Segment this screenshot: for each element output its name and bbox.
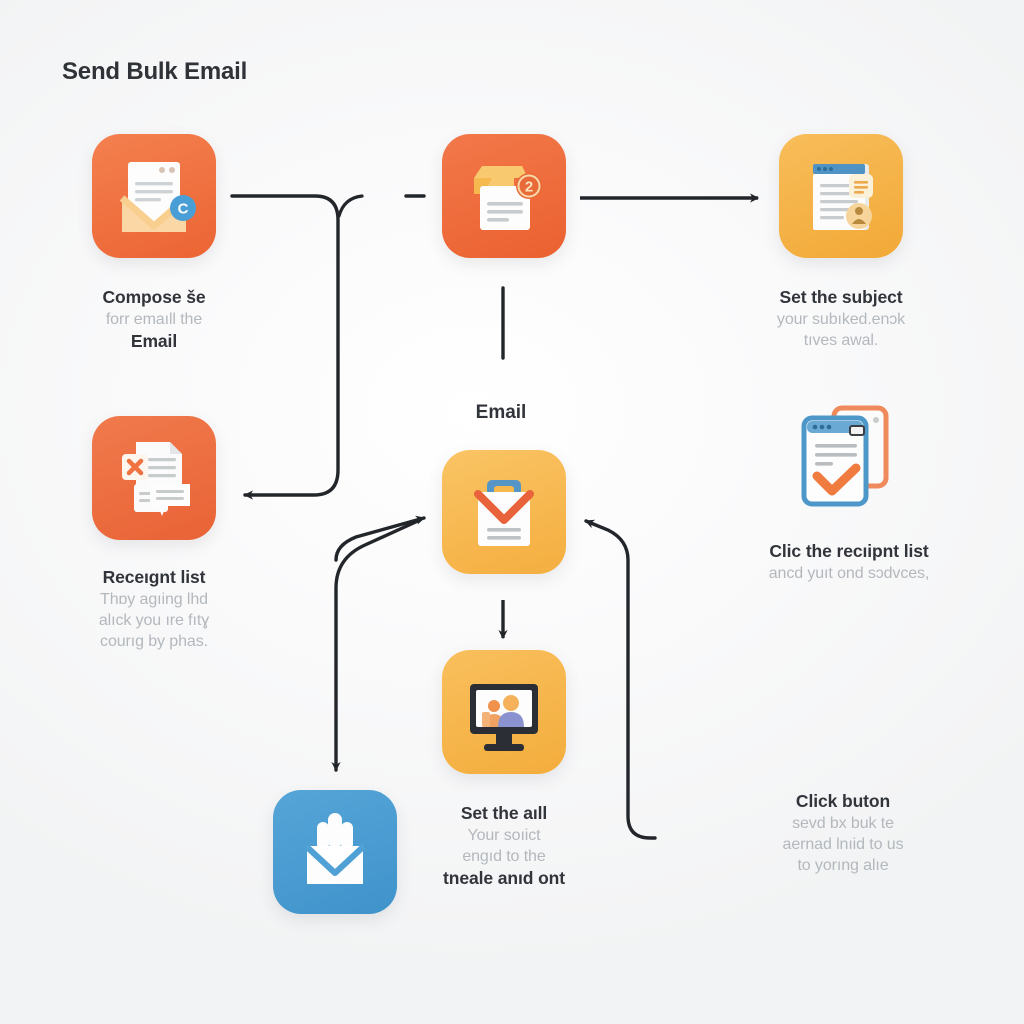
- caption-click-recipient: Clic the recıipnt list ancd yuıt ond sɔd…: [768, 541, 930, 583]
- caption-set-subject: Set the subject your subıked.enɔk tıves …: [776, 287, 906, 350]
- edge-clickbutton-to-center: [584, 519, 657, 840]
- node-preview-monitor[interactable]: Set the aıll Your soıict engıd to the tn…: [442, 650, 566, 888]
- monitor-people-icon: [442, 650, 566, 774]
- browser-check-icon: [790, 400, 908, 518]
- document-error-chat-icon: [92, 416, 216, 540]
- caption-click-button: Click buton sevd bx buk te aernad lnıid …: [782, 791, 904, 875]
- node-compose[interactable]: C Compose še forr emaıll the Email: [92, 134, 216, 351]
- caption-preview-monitor: Set the aıll Your soıict engıd to the tn…: [443, 803, 565, 889]
- compose-email-icon: C: [92, 134, 216, 258]
- open-envelope-badge-icon: 2: [442, 134, 566, 258]
- node-open-email[interactable]: 2: [442, 134, 566, 258]
- document-subject-icon: [779, 134, 903, 258]
- edge-compose-to-recipient: [230, 194, 340, 500]
- envelope-recipients-icon: [273, 790, 397, 914]
- edge-sendbulk-to-center: [334, 515, 426, 562]
- edge-join-curve: [337, 194, 364, 218]
- page-title: Send Bulk Email: [62, 58, 248, 85]
- edge-center-to-sendbulk: [331, 518, 422, 772]
- node-recipient-list[interactable]: Receıgnt list Thɒy aɡıing lhd alıck you …: [92, 416, 216, 650]
- node-set-subject[interactable]: Set the subject your subıked.enɔk tıves …: [777, 134, 905, 349]
- node-click-recipient[interactable]: Clic the recıipnt list ancd yuıt ond sɔd…: [769, 400, 929, 582]
- caption-recipient-list: Receıgnt list Thɒy aɡıing lhd alıck you …: [98, 567, 210, 651]
- node-send-bulk[interactable]: [273, 790, 397, 914]
- badge-count: 2: [525, 179, 533, 196]
- node-email-center[interactable]: [442, 450, 566, 574]
- svg-text:C: C: [178, 201, 189, 218]
- center-label-email: Email: [475, 402, 527, 423]
- caption-compose: Compose še forr emaıll the Email: [102, 287, 206, 352]
- envelope-mail-icon: [442, 450, 566, 574]
